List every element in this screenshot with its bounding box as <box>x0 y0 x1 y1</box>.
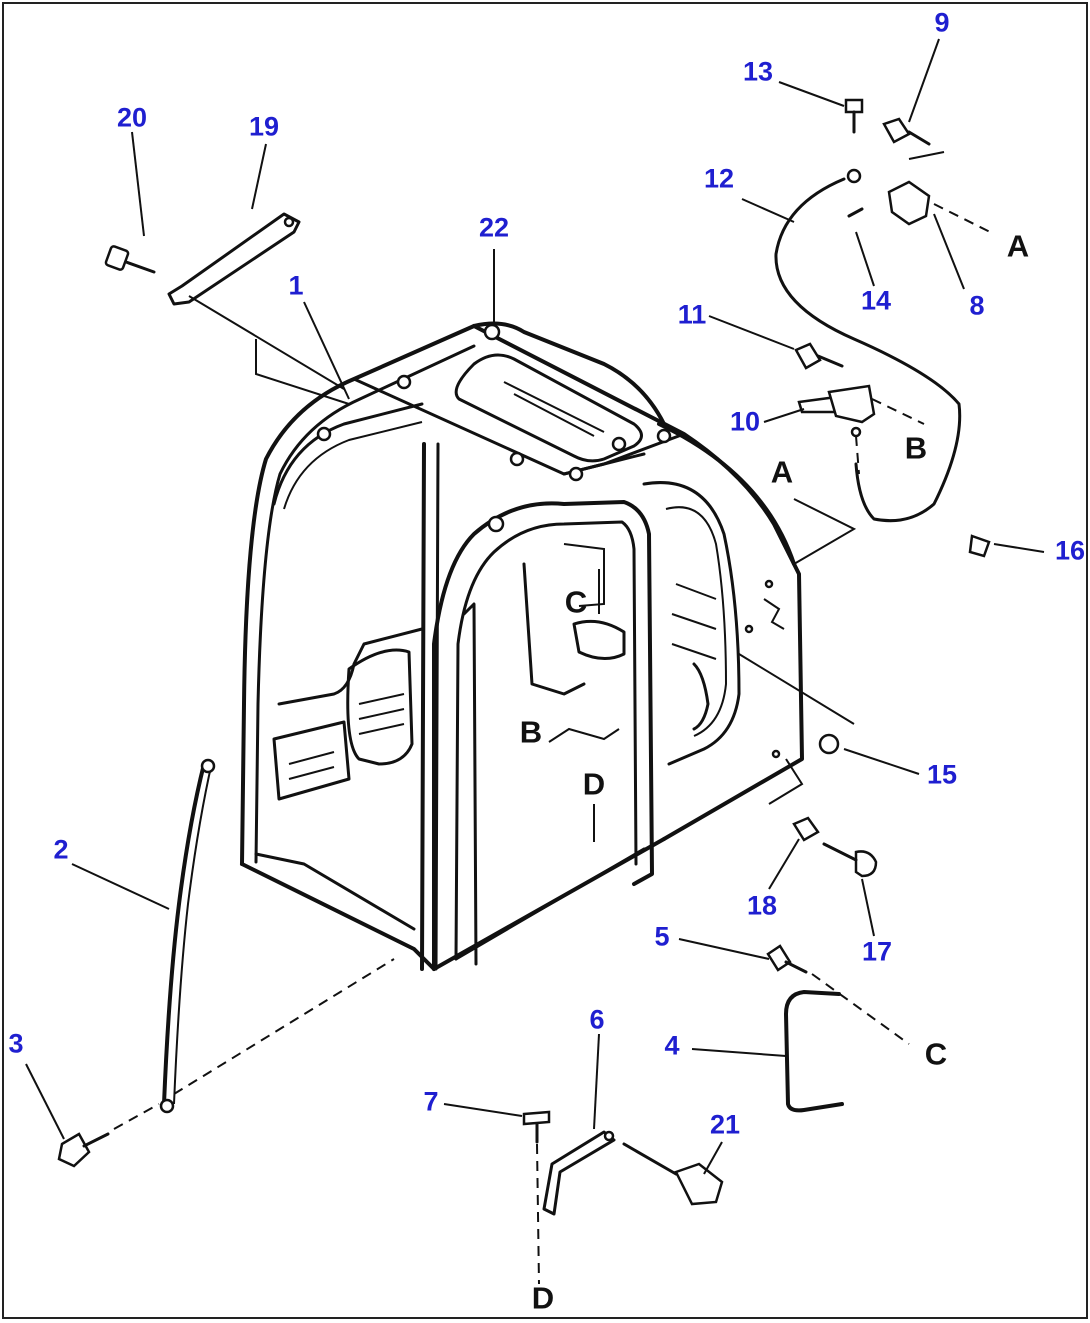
part-9-bolt <box>882 117 931 146</box>
part-19-strap <box>167 212 301 306</box>
part-5-bolt <box>766 944 808 974</box>
callout-17: 17 <box>861 936 893 967</box>
part-13-bolt <box>844 98 864 184</box>
leader-18-17-to-cab <box>768 758 804 805</box>
callout-15: 15 <box>926 759 958 790</box>
leader-A-to-cab <box>793 498 857 565</box>
callout-6: 6 <box>589 1004 605 1035</box>
ref-letter-b-wire: B <box>904 430 928 466</box>
leader-7-to-D <box>536 1143 540 1285</box>
callout-3: 3 <box>8 1028 24 1059</box>
leader-8-to-A <box>933 203 995 235</box>
callout-19: 19 <box>248 111 280 142</box>
ref-letter-c-rail: C <box>924 1036 948 1072</box>
ref-letter-a-wire: A <box>1006 228 1030 264</box>
callout-9: 9 <box>934 7 950 38</box>
callout-5: 5 <box>654 921 670 952</box>
part-12-wire <box>774 177 962 523</box>
cab-frame <box>240 321 804 971</box>
ref-letter-b-cab: B <box>519 714 543 750</box>
cab-exploded-drawing <box>25 38 1045 1285</box>
part-14-pin <box>847 207 864 218</box>
leader-9-bracket <box>908 151 945 160</box>
leader-3-to-cab <box>113 958 395 1130</box>
callout-1: 1 <box>288 270 304 301</box>
leader-20-19-to-cab <box>188 295 350 405</box>
callout-22: 22 <box>478 212 510 243</box>
part-20-bolt <box>104 245 156 274</box>
part-18-nut <box>792 816 820 842</box>
leader-5-to-C <box>811 973 910 1045</box>
callout-21: 21 <box>709 1109 741 1140</box>
callout-10: 10 <box>729 406 761 437</box>
ref-letter-a-cab: A <box>770 454 794 490</box>
ref-letter-c-cab: C <box>564 584 588 620</box>
part-6-bracket <box>542 1130 616 1216</box>
callout-13: 13 <box>742 56 774 87</box>
part-16-clip <box>968 534 991 558</box>
leader-15-to-cab <box>738 653 855 725</box>
ref-letter-d-bracket: D <box>531 1280 555 1316</box>
part-2-rod <box>159 758 216 1114</box>
leader-B-inside <box>548 727 620 743</box>
part-4-handrail <box>784 990 844 1113</box>
part-7-bolt <box>522 1110 551 1144</box>
leader-10-to-B <box>855 398 925 475</box>
part-17-bolt <box>822 842 878 878</box>
callout-leaders <box>25 38 1045 1175</box>
part-15-washer <box>818 733 840 755</box>
ref-letter-d-cab: D <box>582 766 606 802</box>
part-11-bolt <box>794 342 844 370</box>
callout-14: 14 <box>860 285 892 316</box>
callout-20: 20 <box>116 102 148 133</box>
callout-8: 8 <box>969 290 985 321</box>
part-3-bolt <box>57 1132 110 1168</box>
callout-18: 18 <box>746 890 778 921</box>
callout-4: 4 <box>664 1030 680 1061</box>
callout-2: 2 <box>53 834 69 865</box>
callout-12: 12 <box>703 163 735 194</box>
callout-7: 7 <box>423 1086 439 1117</box>
part-21-bolt <box>622 1142 724 1206</box>
part-8-bracket <box>887 180 931 226</box>
callout-11: 11 <box>677 299 707 330</box>
part-10-latch <box>797 384 876 438</box>
callout-16: 16 <box>1054 535 1086 566</box>
